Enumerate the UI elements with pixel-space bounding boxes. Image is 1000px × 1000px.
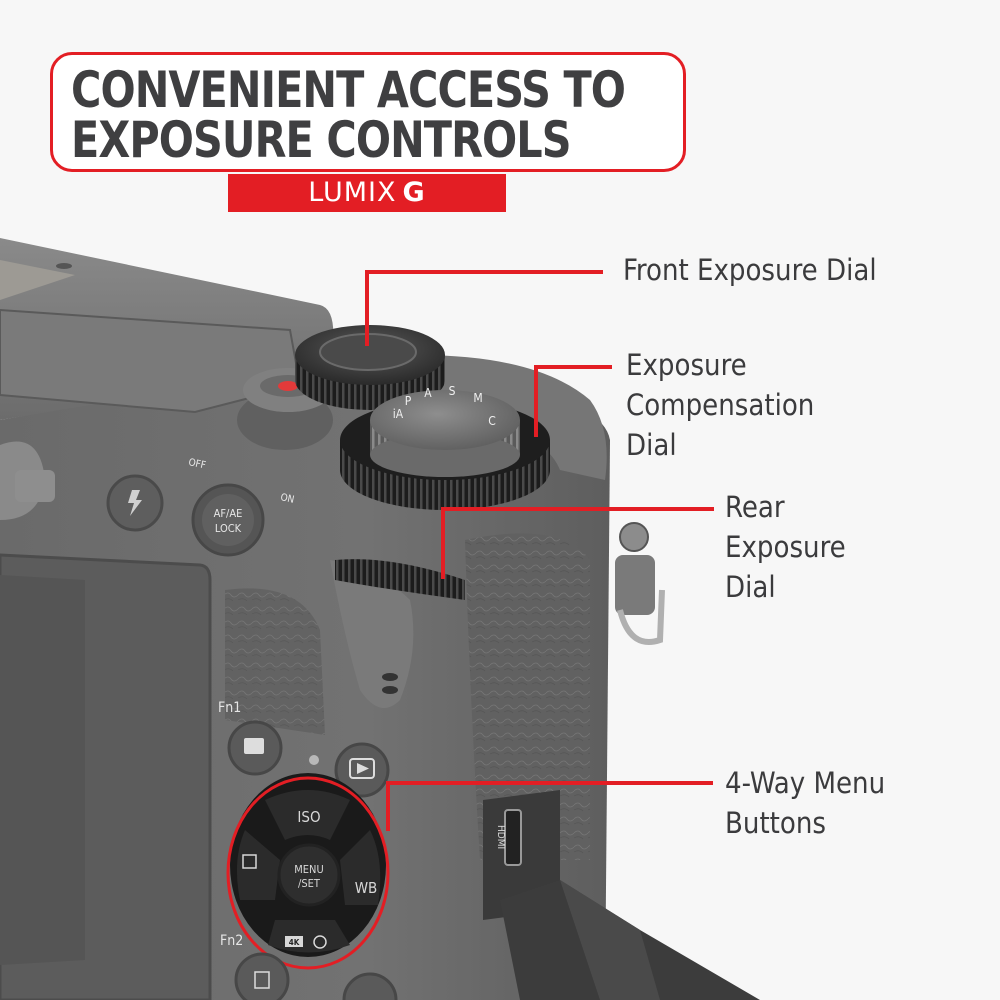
- menu-label-2: /SET: [298, 877, 321, 890]
- hdmi-label: HDMI: [495, 825, 506, 849]
- headline-line-2: EXPOSURE CONTROLS: [71, 111, 572, 169]
- brand-suffix: G: [402, 177, 426, 208]
- callout-four-way-menu-buttons: 4-Way Menu Buttons: [725, 763, 885, 843]
- leader-front-dial-h: [365, 270, 603, 274]
- callout-line: Rear: [725, 490, 785, 524]
- brand-name: LUMIX: [308, 177, 397, 208]
- leader-front-dial-v: [365, 270, 369, 346]
- 4k-badge: 4K: [289, 938, 300, 947]
- af-ae-label-2: LOCK: [215, 522, 242, 535]
- mode-c: C: [488, 414, 496, 428]
- callout-line: Front Exposure Dial: [623, 253, 877, 287]
- leader-rear-dial-v: [441, 507, 445, 579]
- mode-m: M: [473, 391, 482, 405]
- callout-line: Compensation: [626, 388, 815, 422]
- mode-ia: iA: [393, 407, 404, 421]
- leader-4way-v: [386, 781, 390, 831]
- headline-box: CONVENIENT ACCESS TO EXPOSURE CONTROLS: [50, 52, 686, 172]
- callout-line: Buttons: [725, 806, 826, 840]
- af-ae-label-1: AF/AE: [214, 507, 243, 520]
- callout-line: Dial: [725, 570, 776, 604]
- switch-on-label: ON: [279, 492, 295, 506]
- callout-rear-exposure-dial: Rear Exposure Dial: [725, 487, 846, 607]
- leader-rear-dial-h: [441, 507, 714, 511]
- callout-exposure-compensation-dial: Exposure Compensation Dial: [626, 345, 814, 465]
- wb-label: WB: [355, 879, 378, 897]
- callout-line: 4-Way Menu: [725, 766, 886, 800]
- callout-front-exposure-dial: Front Exposure Dial: [623, 250, 877, 290]
- callout-line: Exposure: [725, 530, 846, 564]
- leader-4way-h: [386, 781, 713, 785]
- switch-off-label: OFF: [187, 457, 206, 471]
- fn2-label: Fn2: [220, 933, 243, 949]
- mode-p: P: [405, 394, 412, 408]
- mode-a: A: [424, 386, 432, 400]
- leader-exp-comp-v: [534, 365, 538, 437]
- callout-line: Exposure: [626, 348, 747, 382]
- callout-line: Dial: [626, 428, 677, 462]
- fn1-label: Fn1: [218, 700, 241, 716]
- mode-s: S: [449, 384, 456, 398]
- leader-exp-comp-h: [534, 365, 612, 369]
- headline-line-1: CONVENIENT ACCESS TO: [71, 61, 626, 119]
- menu-label-1: MENU: [294, 863, 323, 876]
- iso-label: ISO: [297, 808, 320, 826]
